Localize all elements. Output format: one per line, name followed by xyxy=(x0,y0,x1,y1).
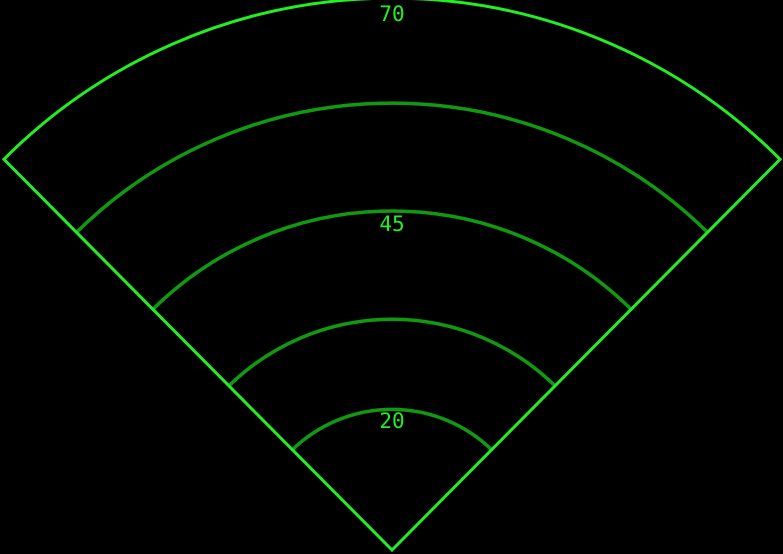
range-ring-4 xyxy=(151,209,633,311)
range-ring-5 xyxy=(74,101,710,235)
ring-label-outer: 70 xyxy=(379,2,404,26)
range-ring-2 xyxy=(291,407,493,451)
ring-label-middle: 45 xyxy=(379,212,404,236)
ring-label-inner: 20 xyxy=(379,409,404,433)
range-ring-3 xyxy=(227,317,557,388)
